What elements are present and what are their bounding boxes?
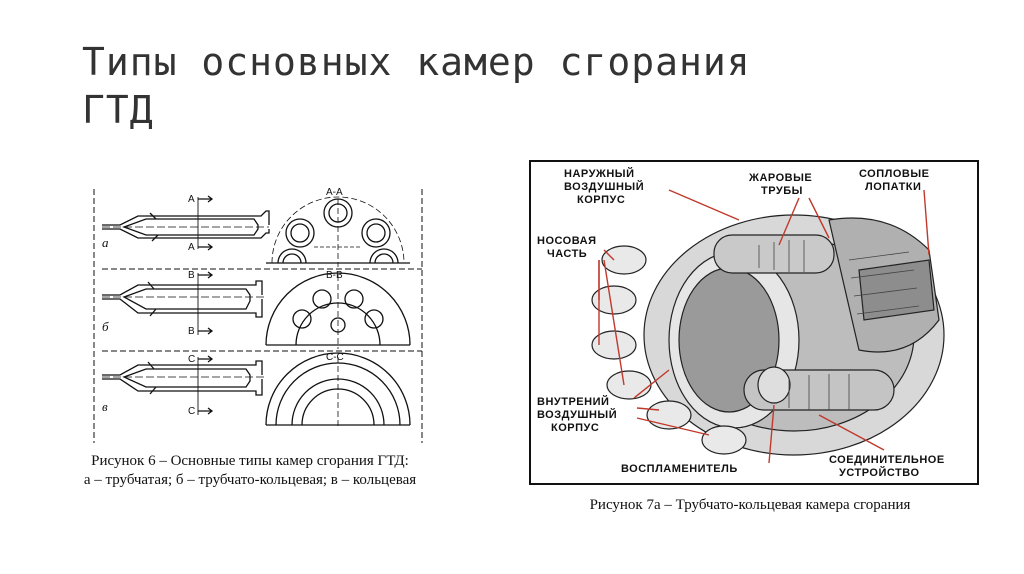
figure6-diagram: а б в А А В В С С А-А В-В С-С [93,187,423,443]
figure6-caption: Рисунок 6 – Основные типы камер сгорания… [40,452,460,490]
mark-b-bottom: В [188,326,195,337]
slide-title-line2: ГТД [82,88,154,132]
section-aa [266,196,410,267]
slide-title-line1: Типы основных камер сгорания [82,40,751,84]
row-c-section [102,355,266,415]
mark-a-top: А [188,194,195,205]
row-letter-a: а [102,235,109,250]
slide-title: Типы основных камер сгорания ГТД [82,38,962,134]
row-b-section [102,271,266,335]
row-a-section [102,195,270,251]
section-title-cc: С-С [326,352,344,363]
label-igniter: ВОСПЛАМЕНИТЕЛЬ [621,463,738,475]
label-nozzle-vanes: СОПЛОВЫЕ ЛОПАТКИ [859,168,933,193]
mark-c-bottom: С [188,406,195,417]
label-inner-casing: ВНУТРЕНИЙ ВОЗДУШНЫЙ КОРПУС [537,395,621,434]
section-title-bb: В-В [326,270,343,281]
section-title-aa: А-А [326,187,343,198]
figure7-caption: Рисунок 7а – Трубчато-кольцевая камера с… [589,497,911,513]
figure6-caption-line1: Рисунок 6 – Основные типы камер сгорания… [91,453,409,469]
label-outer-casing: НАРУЖНЫЙ ВОЗДУШНЫЙ КОРПУС [564,167,648,206]
row-letter-b: б [102,319,109,334]
label-nose-part: НОСОВАЯ ЧАСТЬ [537,235,600,260]
engine-drawing [591,214,945,456]
leader-lines [598,189,930,464]
figure7-illustration: НАРУЖНЫЙ ВОЗДУШНЫЙ КОРПУС ЖАРОВЫЕ ТРУБЫ … [529,160,979,485]
figure6-caption-line2: а – трубчатая; б – трубчато-кольцевая; в… [83,472,417,488]
mark-a-bottom: А [188,242,195,253]
label-connector: СОЕДИНИТЕЛЬНОЕ УСТРОЙСТВО [829,454,948,479]
mark-b-top: В [188,270,195,281]
label-flame-tubes: ЖАРОВЫЕ ТРУБЫ [748,172,816,197]
section-cc [265,352,411,429]
section-bb [265,272,411,349]
mark-c-top: С [188,354,195,365]
row-letter-v: в [102,399,108,414]
